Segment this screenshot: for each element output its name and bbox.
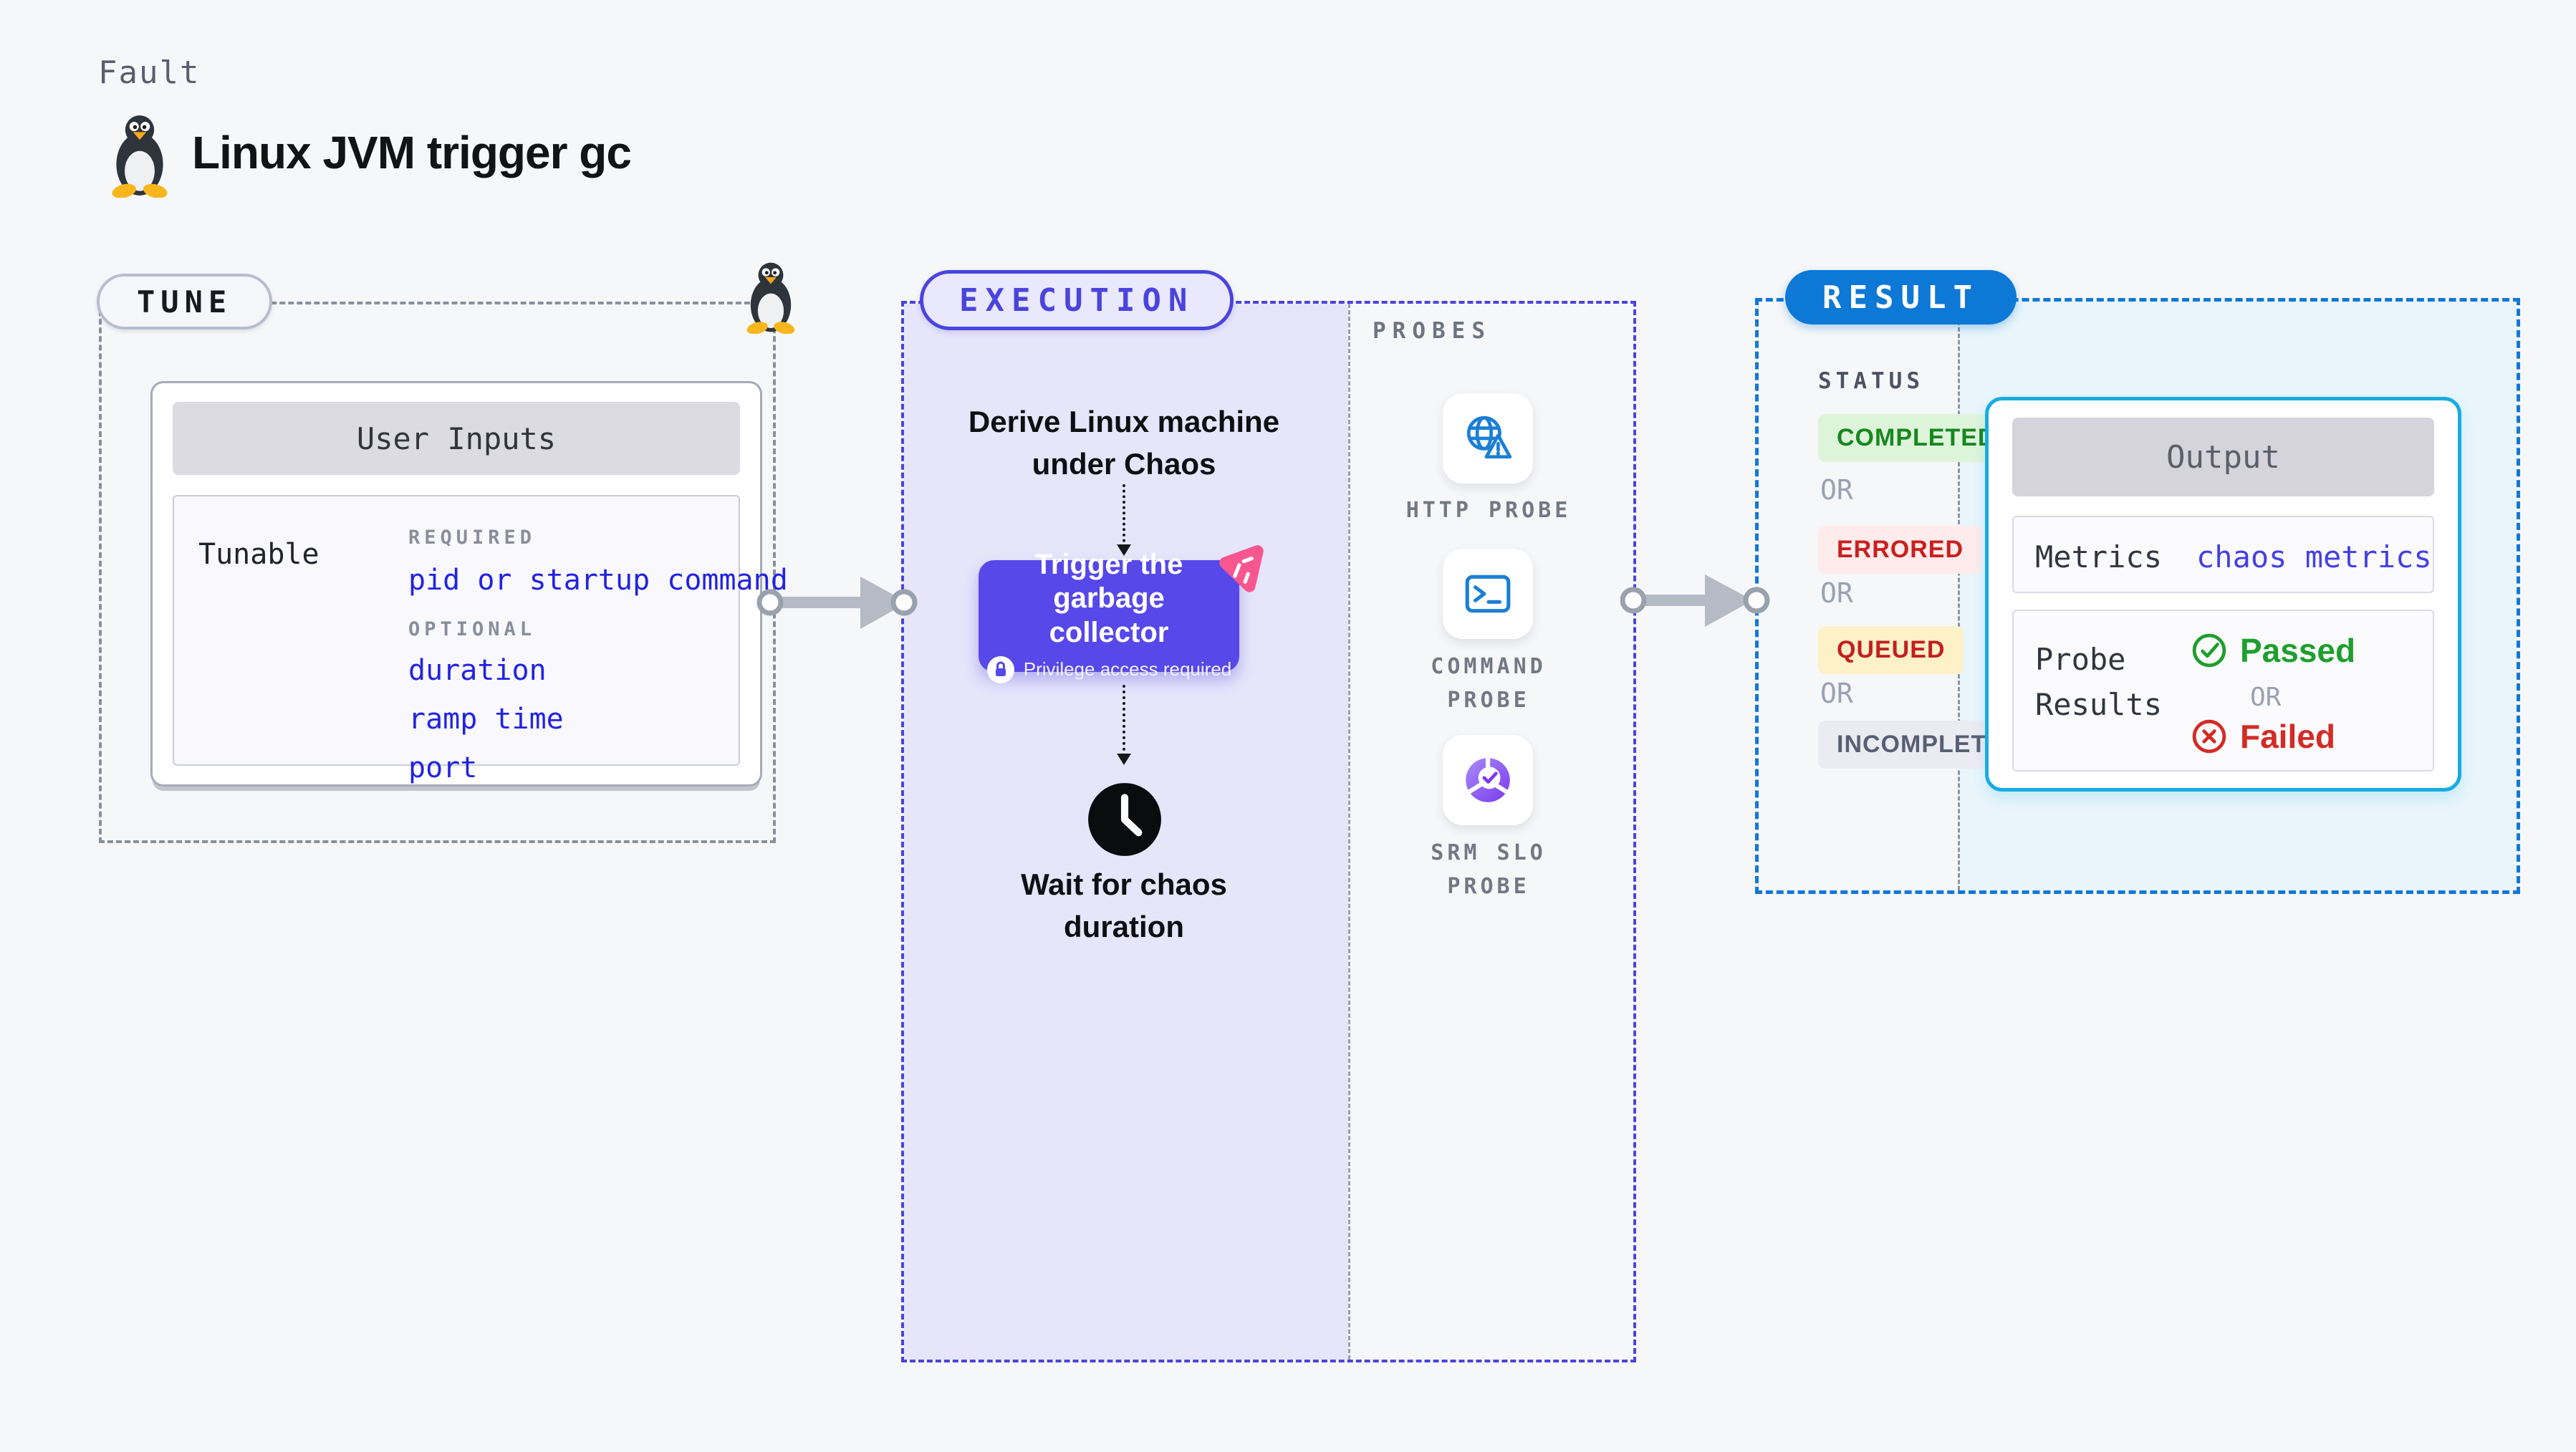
wait-clock-icon (1088, 783, 1161, 856)
tunable-table: Tunable REQUIRED pid or startup command … (173, 495, 788, 784)
or-separator: OR (1820, 577, 1853, 609)
trigger-gc-node[interactable]: Trigger the garbage collector Privilege … (979, 549, 1239, 683)
user-inputs-title: User Inputs (173, 402, 740, 475)
result-badge: RESULT (1785, 270, 2017, 324)
probe-results-label: Probe Results (2035, 642, 2163, 722)
command-probe-card[interactable] (1443, 549, 1533, 639)
failed-label: Failed (2240, 718, 2335, 755)
or-separator: OR (1820, 474, 1853, 506)
probe-results-row: Probe Results Passed OR Failed (2012, 610, 2434, 771)
command-probe-label: COMMAND PROBE (1431, 654, 1547, 713)
failed-x-icon (2192, 719, 2226, 754)
param-pid-or-startup-command[interactable]: pid or startup command (408, 564, 788, 597)
probes-label: PROBES (1373, 318, 1491, 344)
optional-label: OPTIONAL (408, 618, 537, 640)
http-probe-card[interactable] (1443, 393, 1533, 484)
srm-slo-probe-card[interactable] (1443, 735, 1533, 825)
required-label: REQUIRED (408, 527, 537, 549)
execution-badge: EXECUTION (920, 270, 1234, 330)
linux-tux-icon (112, 115, 168, 198)
user-inputs-card: User Inputs Tunable REQUIRED pid or star… (150, 381, 788, 787)
execution-step-wait: Wait for chaos duration (1021, 867, 1227, 943)
flow-arrow-down-icon (1117, 685, 1131, 765)
status-label: STATUS (1818, 368, 1924, 394)
tune-to-execution-arrow (756, 577, 918, 629)
tune-section (99, 302, 776, 843)
linux-tux-icon (746, 262, 795, 334)
probes-panel (1348, 304, 1633, 1360)
status-badge-errored: ERRORED (1818, 526, 1983, 574)
privilege-note: Privilege access required (1023, 658, 1232, 681)
tunable-row-label: Tunable (198, 538, 319, 571)
or-separator: OR (1820, 678, 1853, 709)
execution-to-result-arrow (1620, 574, 1770, 627)
passed-check-icon (2192, 633, 2226, 668)
srm-slo-probe-label: SRM SLO PROBE (1431, 840, 1547, 899)
flow-arrow-down-icon (1117, 484, 1131, 556)
fault-kicker: Fault (98, 54, 201, 91)
globe-alert-icon (1466, 415, 1512, 459)
or-separator: OR (2250, 683, 2282, 712)
status-badge-completed: COMPLETED (1818, 414, 2015, 462)
privilege-lock-icon (986, 655, 1014, 683)
param-duration[interactable]: duration (408, 654, 547, 687)
execution-step-derive: Derive Linux machine under Chaos (968, 405, 1280, 481)
passed-label: Passed (2240, 632, 2356, 669)
output-title: Output (2012, 418, 2434, 496)
chaos-experiment-icon (1219, 545, 1264, 592)
http-probe-label: HTTP PROBE (1405, 498, 1572, 523)
metrics-label: Metrics (2035, 539, 2163, 574)
metrics-row: Metrics chaos metrics (2012, 516, 2434, 593)
output-card: Output Metrics chaos metrics Probe Resul… (1985, 397, 2461, 792)
tune-badge: TUNE (97, 274, 273, 330)
metrics-value[interactable]: chaos metrics (2196, 539, 2432, 574)
param-ramp-time[interactable]: ramp time (408, 703, 564, 736)
param-port[interactable]: port (408, 751, 478, 784)
page-title: Linux JVM trigger gc (192, 127, 632, 178)
terminal-icon (1465, 574, 1511, 613)
slo-donut-icon (1466, 756, 1510, 802)
status-badge-queued: QUEUED (1818, 626, 1964, 674)
trigger-gc-node-title: Trigger the garbage collector (1034, 549, 1183, 648)
